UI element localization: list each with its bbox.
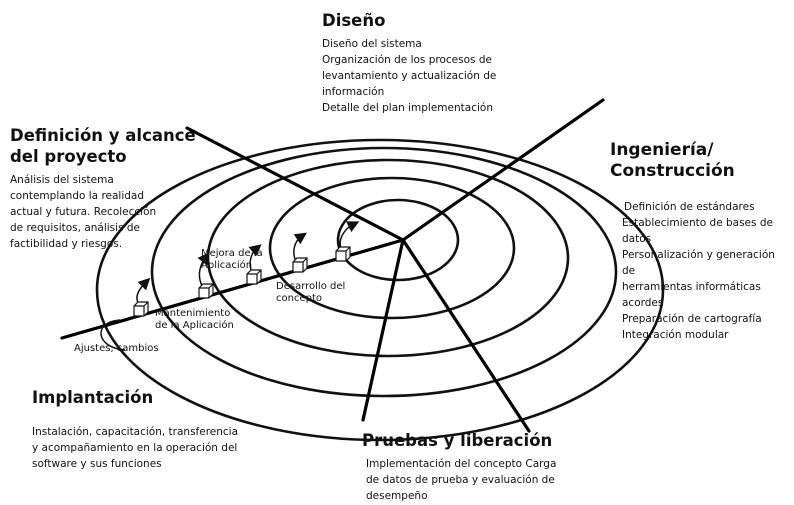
- label-mejora-line: Mejora de la: [201, 248, 263, 259]
- ingenieria-title-line: Ingeniería/: [610, 140, 714, 160]
- cube-mejora: [198, 283, 214, 299]
- definicion-line: Análisis del sistema: [10, 174, 114, 186]
- pruebas-title: Pruebas y liberación: [362, 431, 553, 450]
- ingenieria-line: Preparación de cartografía: [622, 313, 762, 325]
- ingenieria-line: herramientas informáticas: [622, 281, 761, 293]
- diseno-line: Organización de los procesos de: [322, 54, 492, 66]
- implantacion-title: Implantación: [32, 388, 154, 407]
- spiral-ring-2: [268, 176, 516, 320]
- definicion-line: factibilidad y riesgos.: [10, 238, 123, 250]
- ingenieria-line: Integración modular: [622, 329, 729, 341]
- axis-line-bottom-right: [401, 238, 531, 433]
- cube-5: [335, 246, 351, 262]
- spiral-ring-1: [336, 198, 460, 282]
- definicion-line: actual y futura. Recolección: [10, 206, 157, 218]
- definicion-line: de requisitos, análisis de: [10, 222, 140, 234]
- pruebas-line: de datos de prueba y evaluación de: [366, 474, 555, 486]
- pruebas-description: Implementación del concepto Carga de dat…: [366, 456, 556, 504]
- ingenieria-line: Definición de estándares: [624, 201, 755, 213]
- diseno-line: información: [322, 86, 385, 98]
- implantacion-line: y acompañamiento en la operación del: [32, 442, 238, 454]
- cube-3: [246, 269, 262, 285]
- ingenieria-line: acordes: [622, 297, 664, 309]
- label-mantenimiento: Mantenimiento de la Aplicación: [155, 308, 234, 332]
- definicion-description: Análisis del sistema contemplando la rea…: [10, 172, 156, 252]
- cube-mantenimiento: [133, 301, 149, 317]
- diseno-title: Diseño: [322, 11, 386, 30]
- label-mantenimiento-line: de la Aplicación: [155, 320, 234, 331]
- label-mejora: Mejora de la Aplicación: [201, 248, 263, 272]
- diseno-description: Diseño del sistema Organización de los p…: [322, 36, 496, 116]
- label-desarrollo: Desarrollo del concepto: [276, 281, 345, 305]
- diseno-line: Detalle del plan implementación: [322, 102, 493, 114]
- spiral-ring-4: [150, 146, 618, 398]
- diseno-line: levantamiento y actualización de: [322, 70, 497, 82]
- definicion-title-line: del proyecto: [10, 147, 127, 166]
- definicion-line: contemplando la realidad: [10, 190, 145, 202]
- diseno-line: Diseño del sistema: [322, 38, 422, 50]
- label-mejora-line: Aplicación: [201, 260, 253, 271]
- axis-line-top-right: [401, 98, 605, 242]
- ingenieria-line: Personalización y generación de: [622, 249, 775, 277]
- cube-desarrollo: [292, 257, 308, 273]
- label-desarrollo-line: concepto: [276, 293, 322, 304]
- label-desarrollo-line: Desarrollo del: [276, 281, 346, 292]
- definicion-title: Definición y alcance del proyecto: [10, 125, 196, 167]
- axis-line-top-left: [185, 126, 405, 242]
- ingenieria-title: Ingeniería/ Construcción: [610, 140, 735, 182]
- axis-line-bottom-left: [361, 238, 405, 422]
- phase-cubes: [133, 246, 351, 317]
- implantacion-description: Instalación, capacitación, transferencia…: [32, 424, 238, 472]
- spiral-ring-5: [95, 138, 665, 442]
- ingenieria-line: datos: [622, 233, 652, 245]
- label-mantenimiento-line: Mantenimiento: [155, 308, 231, 319]
- ingenieria-title-line: Construcción: [610, 161, 735, 181]
- label-ajustes: Ajustes, cambios: [74, 343, 159, 354]
- ingenieria-line: Establecimiento de bases de: [622, 217, 773, 229]
- ingenieria-description: Definición de estándares Establecimiento…: [622, 199, 790, 343]
- definicion-title-line: Definición y alcance: [10, 126, 196, 145]
- implantacion-line: software y sus funciones: [32, 458, 162, 470]
- pruebas-line: Implementación del concepto Carga: [366, 458, 557, 470]
- pruebas-line: desempeño: [366, 490, 428, 502]
- implantacion-line: Instalación, capacitación, transferencia: [32, 426, 239, 438]
